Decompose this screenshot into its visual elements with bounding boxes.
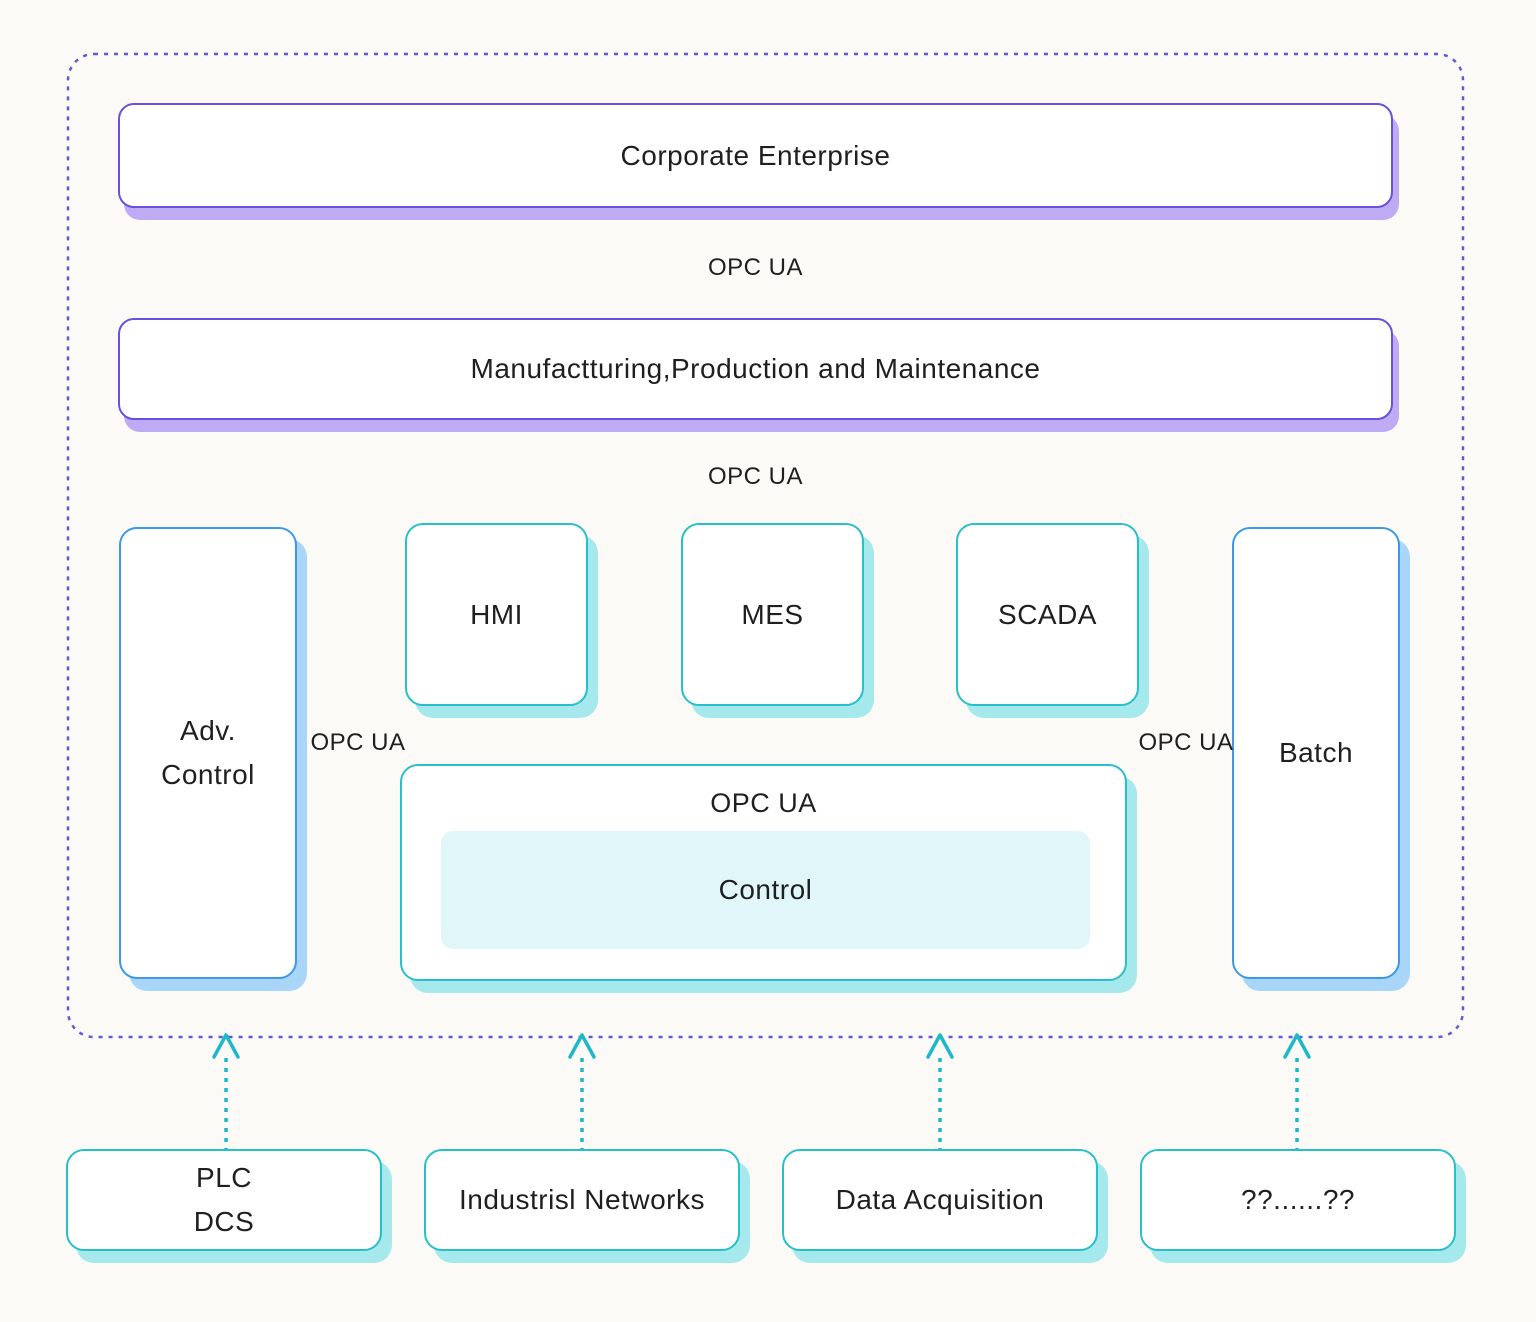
opc-ua-control-server-box: OPC UA Control	[400, 764, 1127, 981]
batch-box: Batch	[1232, 527, 1400, 979]
data-acquisition-box: Data Acquisition	[782, 1149, 1098, 1251]
mes-label: MES	[741, 598, 804, 630]
adv-control-label-line2: Control	[161, 759, 255, 790]
hmi-box: HMI	[405, 523, 588, 706]
data-acquisition-label: Data Acquisition	[835, 1184, 1045, 1215]
scada-box: SCADA	[956, 523, 1139, 706]
control-inner-box: Control	[441, 831, 1090, 949]
plc-dcs-box: PLC DCS	[66, 1149, 382, 1251]
industrial-networks-box: Industrisl Networks	[424, 1149, 740, 1251]
opc-ua-link-label-middle: OPC UA	[707, 463, 803, 490]
plc-label-line: PLC	[196, 1162, 252, 1193]
opc-ua-label-right: OPC UA	[1138, 729, 1234, 756]
plc-dcs-label: PLC DCS	[194, 1159, 255, 1241]
unknown-placeholder-box: ??......??	[1140, 1149, 1456, 1251]
industrial-networks-up-arrow-head	[568, 1033, 596, 1059]
corporate-enterprise-box: Corporate Enterprise	[118, 103, 1393, 208]
manufacturing-production-maintenance-box: Manufactturing,Production and Maintenanc…	[118, 318, 1393, 420]
industrial-networks-label: Industrisl Networks	[458, 1184, 705, 1215]
mes-box: MES	[681, 523, 864, 706]
data-acquisition-up-arrow-head	[926, 1033, 954, 1059]
manufacturing-production-maintenance-label: Manufactturing,Production and Maintenanc…	[470, 353, 1041, 384]
control-inner-label: Control	[718, 874, 813, 905]
adv-control-box: Adv. Control	[119, 527, 297, 979]
hmi-label: HMI	[470, 598, 523, 630]
opc-ua-boundary-dashed-border	[66, 52, 1465, 1039]
adv-control-label: Adv. Control	[161, 712, 255, 794]
opc-ua-control-server-title: OPC UA	[710, 788, 817, 818]
opc-ua-link-label-top: OPC UA	[707, 254, 803, 281]
plc-dcs-up-arrow-head	[212, 1033, 240, 1059]
opc-ua-label-left: OPC UA	[310, 729, 406, 756]
corporate-enterprise-label: Corporate Enterprise	[620, 139, 891, 171]
scada-label: SCADA	[998, 598, 1097, 630]
unknown-up-arrow-head	[1283, 1033, 1311, 1059]
unknown-placeholder-label: ??......??	[1241, 1184, 1355, 1215]
adv-control-label-line1: Adv.	[180, 715, 236, 746]
dcs-label-line: DCS	[193, 1206, 255, 1237]
batch-label: Batch	[1278, 737, 1354, 768]
